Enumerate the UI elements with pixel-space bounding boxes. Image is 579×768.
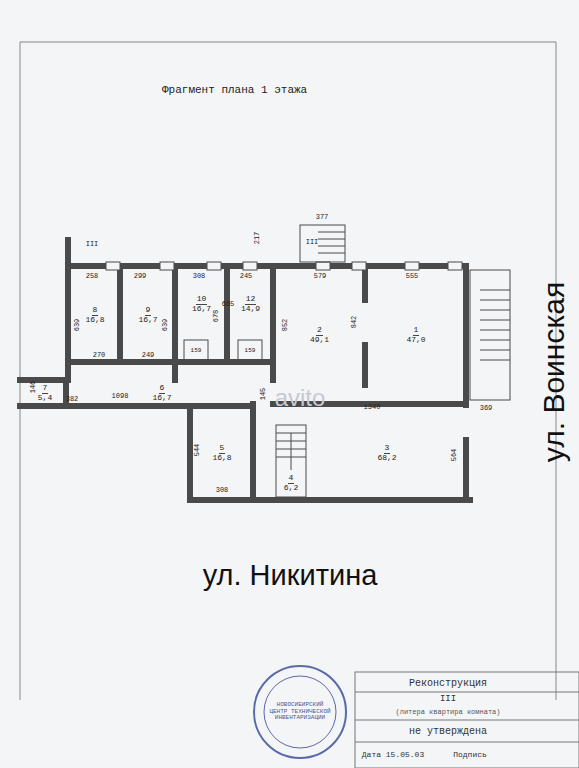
room-number: 1 <box>413 326 420 336</box>
section-mark: III <box>86 241 99 249</box>
dimension: 842 <box>351 316 359 329</box>
room-area: 816,8 <box>72 270 118 360</box>
dimension: 639 <box>74 319 82 332</box>
dimension: 564 <box>451 449 459 462</box>
room-area: 147,0 <box>368 270 464 400</box>
dimension: 245 <box>240 273 253 281</box>
room-area-value: 16,8 <box>211 454 232 463</box>
stamp-text: III <box>440 695 456 705</box>
dimension: 678 <box>213 310 221 323</box>
room-area-value: 49,1 <box>309 336 330 345</box>
room-area: 616,7 <box>72 383 252 404</box>
room-number: 10 <box>196 295 208 305</box>
room-number: 8 <box>92 306 99 316</box>
section-mark: III <box>306 239 319 247</box>
room-area: 368,2 <box>310 409 464 497</box>
room-area: 46,2 <box>276 470 306 496</box>
room-number: 12 <box>245 295 257 305</box>
stamp-text: не утверждена <box>409 726 487 737</box>
dimension: 1098 <box>112 393 129 401</box>
stamp-text: (литера квартира комната) <box>395 709 500 717</box>
dimension: 369 <box>480 405 493 413</box>
dimension: 579 <box>314 273 327 281</box>
room-number: 4 <box>288 474 295 484</box>
room-area-value: 6,2 <box>283 484 299 493</box>
dimension: 217 <box>254 232 262 245</box>
street-name: ул. Воинская <box>537 282 570 462</box>
watermark: avito <box>275 385 326 411</box>
room-area: 516,8 <box>193 409 251 497</box>
dimension: 377 <box>316 214 329 222</box>
room-area: 916,7 <box>123 270 173 360</box>
room-area-value: 16,8 <box>84 316 105 325</box>
dimension: 308 <box>193 273 206 281</box>
room-area-value: 5,4 <box>37 394 53 403</box>
dimension: 544 <box>194 444 202 457</box>
room-number: 7 <box>42 384 49 394</box>
room-area: 1016,7 <box>178 270 225 338</box>
room-number: 6 <box>159 384 166 394</box>
dimension: 639 <box>162 319 170 332</box>
dimension: 1340 <box>364 404 381 412</box>
room-area-value: 16,7 <box>191 305 212 314</box>
room-area-value: 47,0 <box>405 336 426 345</box>
dimension: 159 <box>191 348 202 355</box>
room-area: 249,1 <box>276 270 363 400</box>
dimension: 249 <box>142 352 155 360</box>
seal-text: НОВОСИБИРСКИЙ ЦЕНТР ТЕХНИЧЕСКОЙ ИНВЕНТАР… <box>269 702 331 722</box>
dimension: 555 <box>406 273 419 281</box>
room-area: 1214,9 <box>230 270 271 338</box>
dimension: 258 <box>86 273 99 281</box>
room-area-value: 14,9 <box>240 305 261 314</box>
stamp-text: Подпись <box>453 751 487 760</box>
dimension: 852 <box>282 319 290 332</box>
stamp-text: Реконструкция <box>409 678 487 689</box>
room-area-value: 16,7 <box>137 316 158 325</box>
dimension: 146 <box>30 381 38 394</box>
stamp-text: Дата 15.05.03 <box>362 751 424 760</box>
room-number: 3 <box>384 444 391 454</box>
dimension: 159 <box>245 348 256 355</box>
dimension: 665 <box>222 301 235 309</box>
dimension: 299 <box>134 273 147 281</box>
dimension: 270 <box>93 352 106 360</box>
room-area-value: 16,7 <box>151 394 172 403</box>
street-name: ул. Никитина <box>203 560 378 592</box>
room-number: 2 <box>316 326 323 336</box>
room-number: 9 <box>145 306 152 316</box>
plan-title: Фрагмент плана 1 этажа <box>162 84 307 96</box>
room-area-value: 68,2 <box>376 454 397 463</box>
dimension: 145 <box>260 388 268 401</box>
dimension: 382 <box>66 396 79 404</box>
room-number: 5 <box>219 444 226 454</box>
dimension: 308 <box>216 487 229 495</box>
